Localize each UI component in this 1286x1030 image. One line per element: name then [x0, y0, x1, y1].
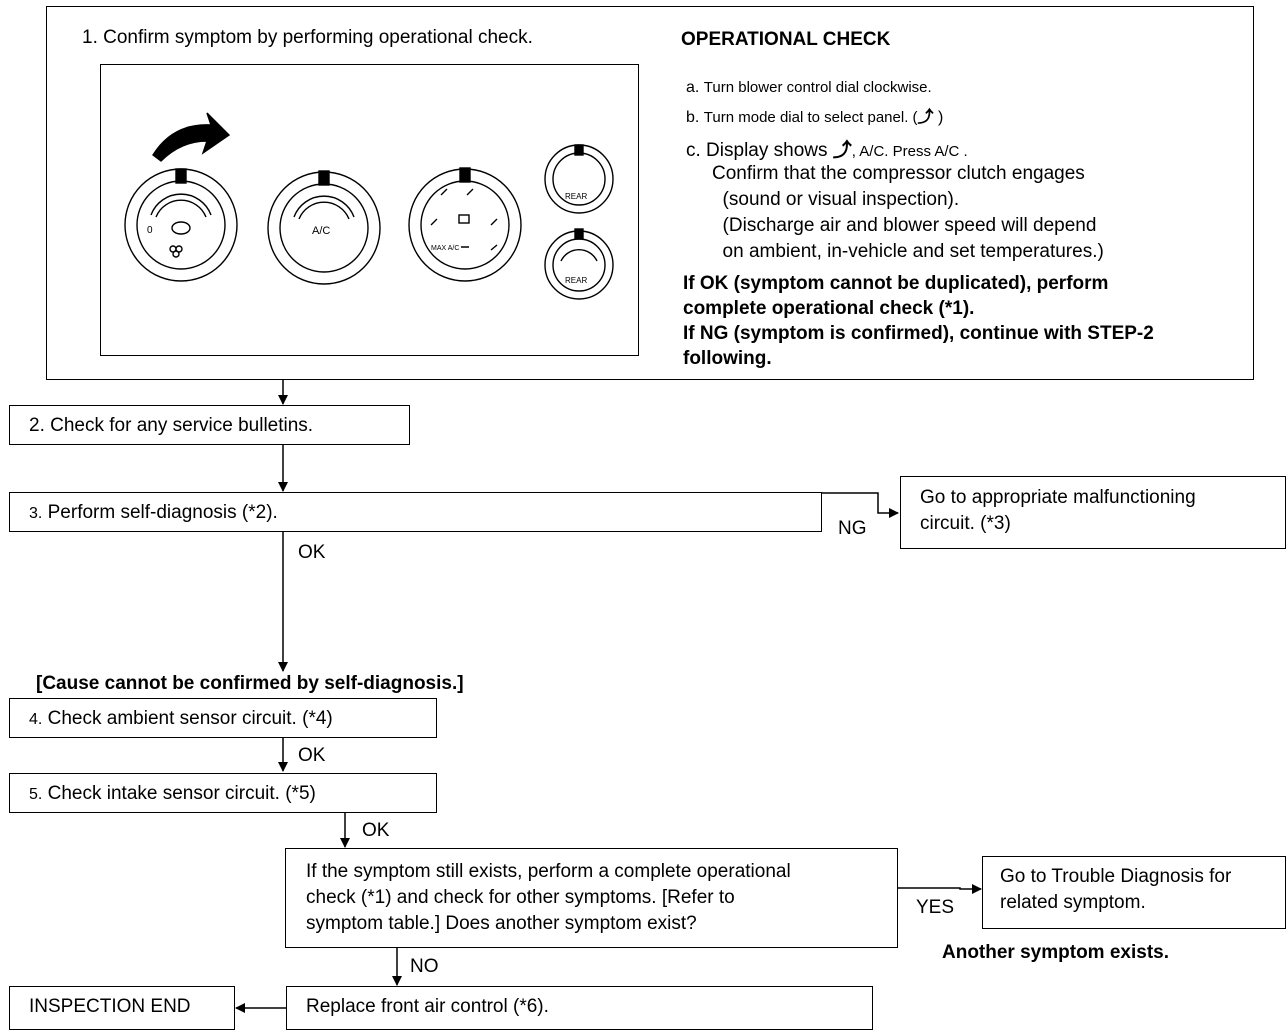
yes-label: YES: [916, 897, 955, 918]
blower-dial: [124, 168, 238, 282]
ng-action-text: Go to appropriate malfunctioning circuit…: [920, 487, 1196, 534]
op-check-c-prefix: c. Display shows: [686, 140, 828, 161]
step3-line: 3. Perform self-diagnosis (*2).: [29, 503, 278, 522]
rear-label-bottom: REAR: [565, 276, 587, 285]
question-text: If the symptom still exists, perform a c…: [306, 861, 791, 934]
control-panel-illustration: 0 A/C MAX A/C: [100, 64, 639, 356]
step3-num: 3.: [29, 505, 43, 522]
op-check-b-text: Turn mode dial to select panel. (: [703, 109, 918, 126]
step3-box: [9, 492, 822, 532]
vent-mode-icon-2: ⤴: [832, 140, 852, 161]
op-check-a-text: Turn blower control dial clockwise.: [703, 79, 932, 96]
op-check-c-text: , A/C. Press A/C .: [851, 143, 968, 160]
step1-box: [46, 6, 1254, 380]
fan-zero-label: 0: [147, 225, 153, 236]
inspection-end-box: [9, 986, 235, 1030]
op-check-a: a. Turn blower control dial clockwise.: [686, 80, 932, 96]
ok-label-step5: OK: [362, 820, 390, 841]
rear-dial-bottom: [544, 228, 614, 300]
ok-label-step4: OK: [298, 745, 326, 766]
ac-dial-label: A/C: [312, 225, 330, 237]
op-check-c-details: Confirm that the compressor clutch engag…: [712, 163, 1104, 262]
max-ac-label: MAX A/C: [431, 245, 459, 252]
step5-text: Check intake sensor circuit. (*5): [47, 783, 316, 804]
op-check-b-suffix: ): [933, 109, 944, 126]
step4-box: [9, 698, 437, 738]
mode-dial: [408, 167, 522, 282]
replace-box: [286, 986, 873, 1030]
step4-text: Check ambient sensor circuit. (*4): [47, 708, 333, 729]
op-check-c: c. Display shows ⤴, A/C. Press A/C .: [686, 141, 968, 160]
yes-action-box: [982, 856, 1286, 929]
vent-mode-icon: ⤴: [917, 109, 934, 126]
step4-num: 4.: [29, 711, 43, 728]
step1-text: 1. Confirm symptom by performing operati…: [82, 27, 533, 48]
op-check-b-prefix: b.: [686, 109, 700, 126]
ok-label-step3: OK: [298, 542, 326, 563]
op-check-result-note: If OK (symptom cannot be duplicated), pe…: [683, 273, 1154, 369]
another-symptom-note: Another symptom exists.: [942, 942, 1169, 963]
step5-line: 5. Check intake sensor circuit. (*5): [29, 784, 316, 803]
cause-note: [Cause cannot be confirmed by self-diagn…: [36, 673, 464, 694]
rear-label-top: REAR: [565, 192, 587, 201]
op-check-b: b. Turn mode dial to select panel. (⤴ ): [686, 110, 943, 126]
step3-text: Perform self-diagnosis (*2).: [47, 502, 278, 523]
inspection-end-text: INSPECTION END: [29, 996, 191, 1017]
step4-line: 4. Check ambient sensor circuit. (*4): [29, 709, 333, 728]
op-check-a-prefix: a.: [686, 79, 700, 96]
op-check-title: OPERATIONAL CHECK: [681, 29, 891, 50]
yes-action-text: Go to Trouble Diagnosis for related symp…: [1000, 866, 1232, 913]
clockwise-arrow-icon: [152, 112, 231, 162]
step5-box: [9, 773, 437, 813]
ng-label: NG: [838, 518, 867, 539]
arrow-ng: [821, 492, 899, 518]
ac-dial: [267, 170, 381, 285]
question-box: [285, 848, 898, 948]
replace-text: Replace front air control (*6).: [306, 996, 549, 1017]
ng-action-box: [900, 476, 1286, 549]
hvac-dials-figure: 0 A/C MAX A/C: [124, 112, 614, 300]
arrow-yes: [897, 884, 982, 894]
no-label: NO: [410, 956, 439, 977]
step5-num: 5.: [29, 786, 43, 803]
step2-box: [9, 405, 410, 445]
step2-text: 2. Check for any service bulletins.: [29, 415, 314, 436]
rear-dial-top: [544, 144, 614, 214]
